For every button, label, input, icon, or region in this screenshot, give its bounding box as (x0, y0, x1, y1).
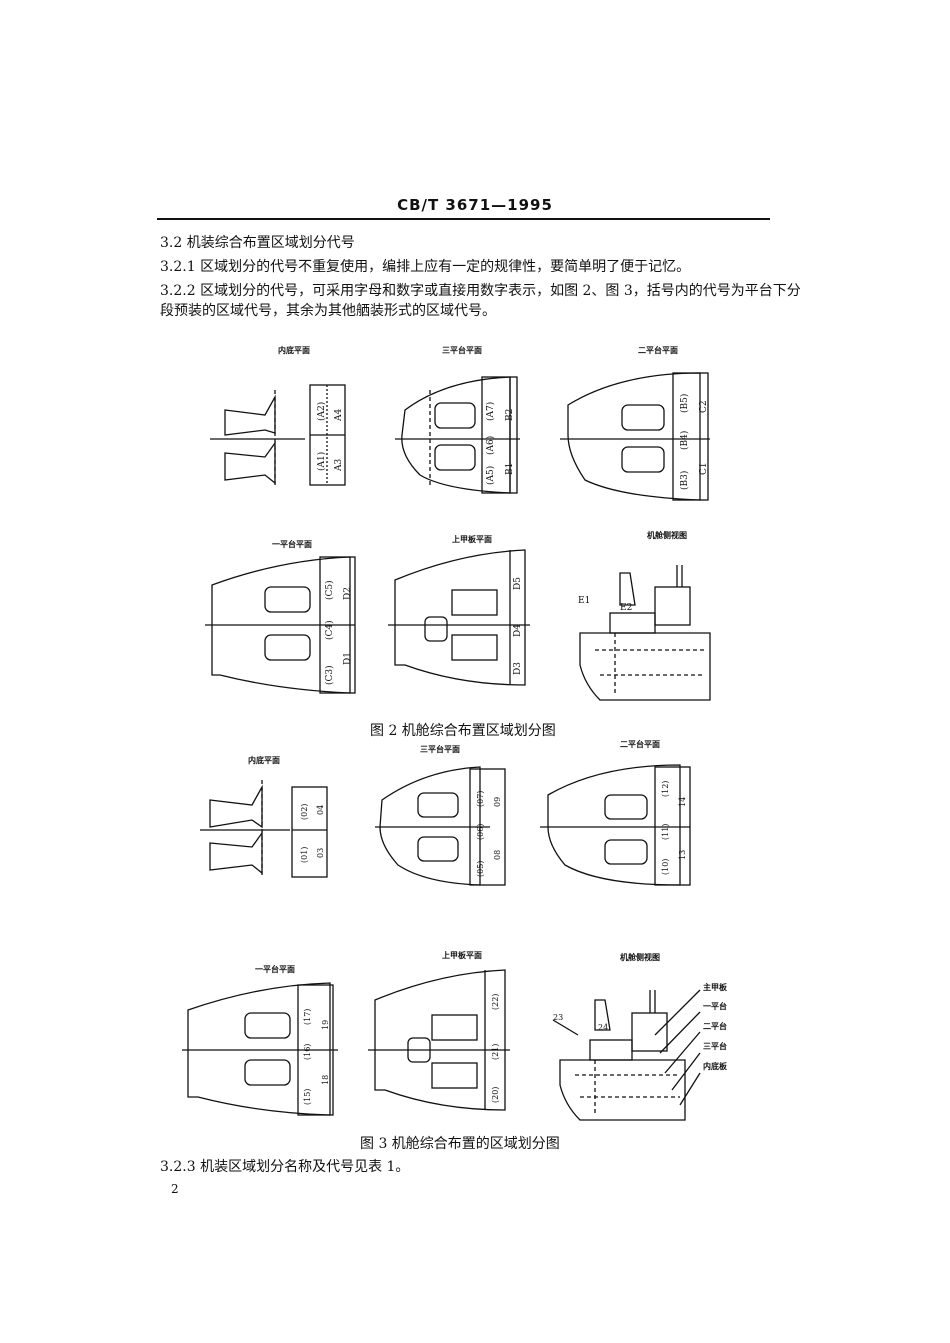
fig2-side-view-title: 机舱侧视图 (647, 530, 687, 540)
fig2-label-e1: E1 (578, 596, 590, 606)
header-rule (157, 218, 770, 220)
fig2-label-a3: A3 (334, 459, 344, 472)
fig3-level-second-platform: 二平台 (703, 1021, 727, 1031)
fig3-label-24: 24 (598, 1023, 608, 1032)
page-number: 2 (171, 1182, 179, 1196)
fig3-label-15: (15) (303, 1089, 312, 1105)
fig3-inner-bottom-panel: 内底平面 (02) 04 (01) 03 (200, 755, 328, 878)
fig3-first-platform-panel: 一平台平面 (17) 19 (16) (15) 18 (182, 964, 338, 1116)
fig2-label-b1: B1 (505, 463, 515, 475)
fig2-upper-deck-title: 上甲板平面 (452, 534, 492, 544)
fig2-label-c2: C2 (699, 400, 709, 413)
fig2-label-a5: (A5) (485, 466, 496, 485)
section-3-2-3: 3.2.3 机装区域划分名称及代号见表 1。 (160, 1159, 410, 1175)
fig2-label-d3: D3 (513, 662, 523, 675)
fig2-label-c5: (C5) (324, 580, 335, 600)
fig2-second-platform-panel: 二平台平面 (B5) C2 (B4) (B3) C1 (560, 345, 710, 501)
section-3-2-2-line1: 3.2.2 区域划分的代号，可采用字母和数字或直接用数字表示，如图 2、图 3，… (160, 283, 801, 299)
section-3-2: 3.2 机装综合布置区域划分代号 (160, 235, 355, 251)
fig2-first-platform-panel: 一平台平面 (C5) D2 (C4) (C3) D1 (205, 539, 356, 694)
figure-3-diagram: 内底平面 (02) 04 (01) 03 三平台平面 (07) 09 (06) … (182, 739, 728, 1121)
fig2-label-a2: (A2) (316, 402, 327, 421)
fig2-label-b3: (B3) (679, 471, 690, 490)
fig2-label-e2: E2 (620, 603, 632, 613)
fig3-upper-deck-panel: 上甲板平面 (22) (21) (20) (368, 950, 510, 1111)
fig3-level-main-deck: 主甲板 (703, 982, 728, 992)
fig2-label-d1: D1 (343, 652, 353, 665)
fig3-label-23: 23 (553, 1013, 563, 1022)
fig2-label-d4: D4 (513, 624, 523, 637)
fig3-level-third-platform: 三平台 (703, 1041, 727, 1051)
fig3-label-11: (11) (661, 824, 670, 840)
fig2-label-b5: (B5) (679, 394, 690, 413)
fig3-label-04: 04 (316, 805, 325, 815)
fig2-third-platform-panel: 三平台平面 (A7) B2 (A6) (A5) B1 (395, 345, 520, 494)
fig3-label-02: (02) (300, 804, 309, 820)
fig3-first-platform-title: 一平台平面 (255, 964, 295, 974)
fig3-label-05: (05) (476, 861, 485, 877)
fig3-label-08: 08 (493, 850, 502, 860)
figure-3-caption: 图 3 机舱综合布置的区域划分图 (360, 1136, 560, 1152)
fig3-label-22: (22) (491, 994, 500, 1010)
fig3-label-20: (20) (491, 1087, 500, 1103)
fig3-label-09: 09 (493, 797, 502, 807)
fig2-first-platform-title: 一平台平面 (272, 539, 312, 549)
fig3-third-platform-panel: 三平台平面 (07) 09 (06) (05) 08 (375, 744, 506, 886)
fig3-level-inner-bottom: 内底板 (703, 1061, 728, 1071)
standard-header: CB/T 3671—1995 (397, 196, 553, 214)
fig3-side-view-title: 机舱侧视图 (620, 952, 660, 962)
fig2-upper-deck-panel: 上甲板平面 D5 D4 D3 (388, 534, 530, 686)
fig2-label-b2: B2 (505, 409, 515, 421)
fig3-label-03: 03 (316, 848, 325, 858)
fig2-label-a6: (A6) (485, 436, 496, 455)
fig3-label-14: 14 (678, 797, 687, 807)
fig2-label-c1: C1 (699, 462, 709, 475)
fig3-second-platform-title: 二平台平面 (620, 739, 660, 749)
section-3-2-2-line2: 段预装的区域代号，其余为其他舾装形式的区域代号。 (160, 303, 496, 319)
fig2-label-a4: A4 (334, 409, 344, 422)
fig3-label-13: 13 (678, 850, 687, 860)
fig3-label-10: (10) (661, 859, 670, 875)
fig2-label-a1: (A1) (316, 452, 327, 471)
fig2-third-platform-title: 三平台平面 (442, 345, 482, 355)
fig2-label-d2: D2 (343, 587, 353, 600)
fig2-inner-bottom-title: 内底平面 (278, 345, 310, 355)
figure-2-caption: 图 2 机舱综合布置区域划分图 (370, 723, 556, 739)
fig2-label-d5: D5 (513, 577, 523, 590)
fig3-level-first-platform: 一平台 (703, 1001, 727, 1011)
fig2-side-view-panel: 机舱侧视图 E1 E2 (578, 530, 711, 701)
fig3-label-16: (16) (303, 1044, 312, 1060)
fig3-label-12: (12) (661, 781, 670, 797)
fig3-label-19: 19 (321, 1020, 330, 1030)
fig3-label-18: 18 (321, 1075, 330, 1085)
fig2-label-c3: (C3) (324, 665, 335, 685)
fig2-label-b4: (B4) (679, 431, 690, 450)
fig3-inner-bottom-title: 内底平面 (248, 755, 280, 765)
fig3-third-platform-title: 三平台平面 (420, 744, 460, 754)
fig3-second-platform-panel: 二平台平面 (12) 14 (11) (10) 13 (540, 739, 691, 886)
fig2-label-c4: (C4) (324, 620, 335, 640)
fig2-second-platform-title: 二平台平面 (638, 345, 678, 355)
fig3-label-21: (21) (491, 1044, 500, 1060)
fig3-upper-deck-title: 上甲板平面 (442, 950, 482, 960)
fig3-label-07: (07) (476, 791, 485, 807)
figure-2-diagram: 内底平面 (A2) A4 (A1) A3 三平台平面 (A7) B2 (A6) … (205, 345, 711, 701)
fig2-label-a7: (A7) (485, 402, 496, 421)
fig3-side-view-panel: 机舱侧视图 23 24 主甲板 一平台 二平台 三平台 内底板 (552, 952, 728, 1121)
fig3-label-06: (06) (476, 824, 485, 840)
fig3-label-01: (01) (300, 847, 309, 863)
section-3-2-1: 3.2.1 区域划分的代号不重复使用，编排上应有一定的规律性，要简单明了便于记忆… (160, 259, 691, 275)
fig2-inner-bottom-panel: 内底平面 (A2) A4 (A1) A3 (210, 345, 346, 486)
fig3-label-17: (17) (303, 1009, 312, 1025)
